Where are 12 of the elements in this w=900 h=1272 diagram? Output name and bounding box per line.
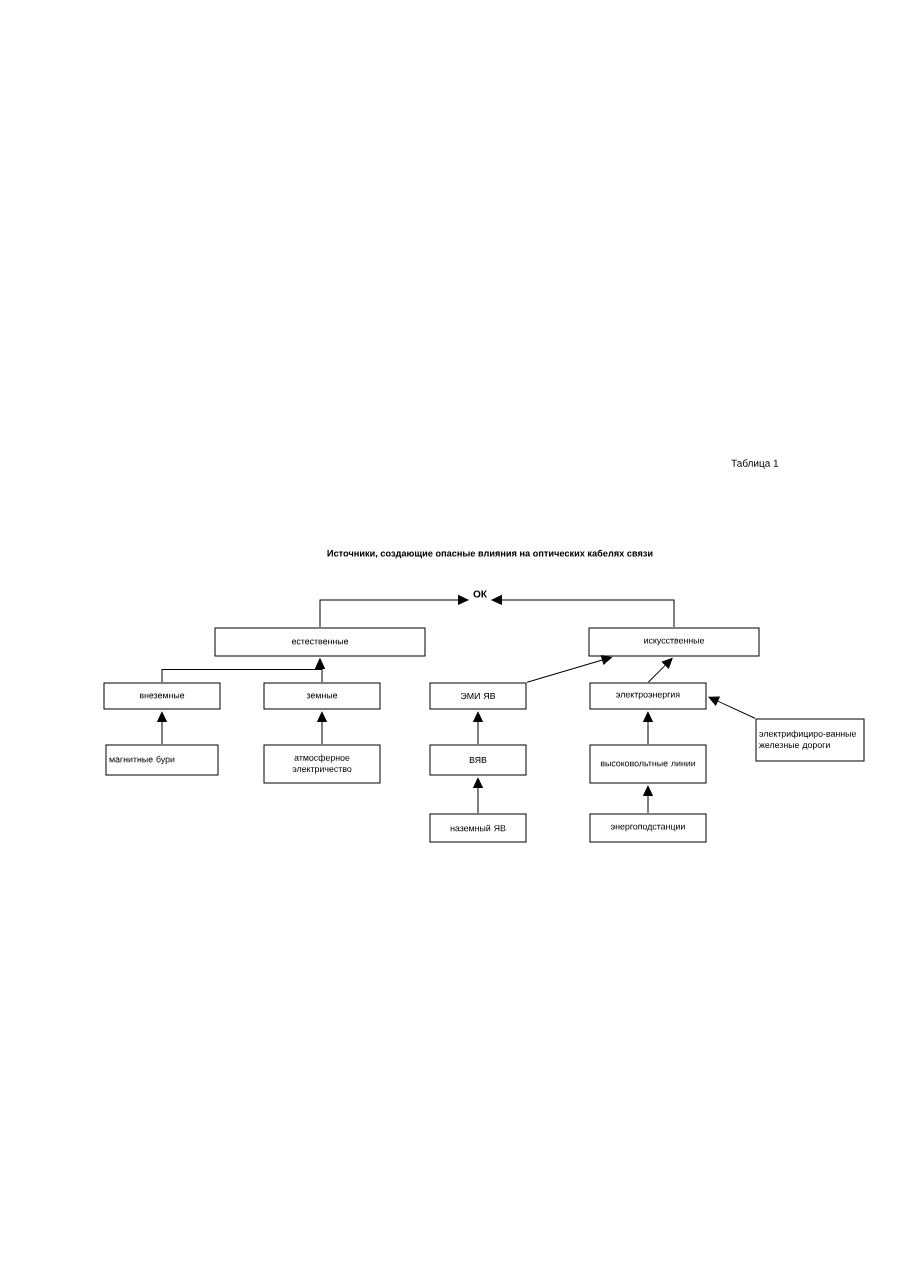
arrow [319, 595, 469, 628]
arrow [491, 595, 675, 628]
arrow [643, 711, 653, 745]
arrow [473, 777, 483, 814]
arrow [643, 785, 653, 814]
arrow [157, 711, 167, 745]
arrow [647, 658, 673, 683]
arrow [315, 658, 325, 683]
arrow [708, 696, 756, 719]
arrow [526, 655, 612, 683]
arrow [473, 711, 483, 745]
arrow [317, 711, 327, 745]
